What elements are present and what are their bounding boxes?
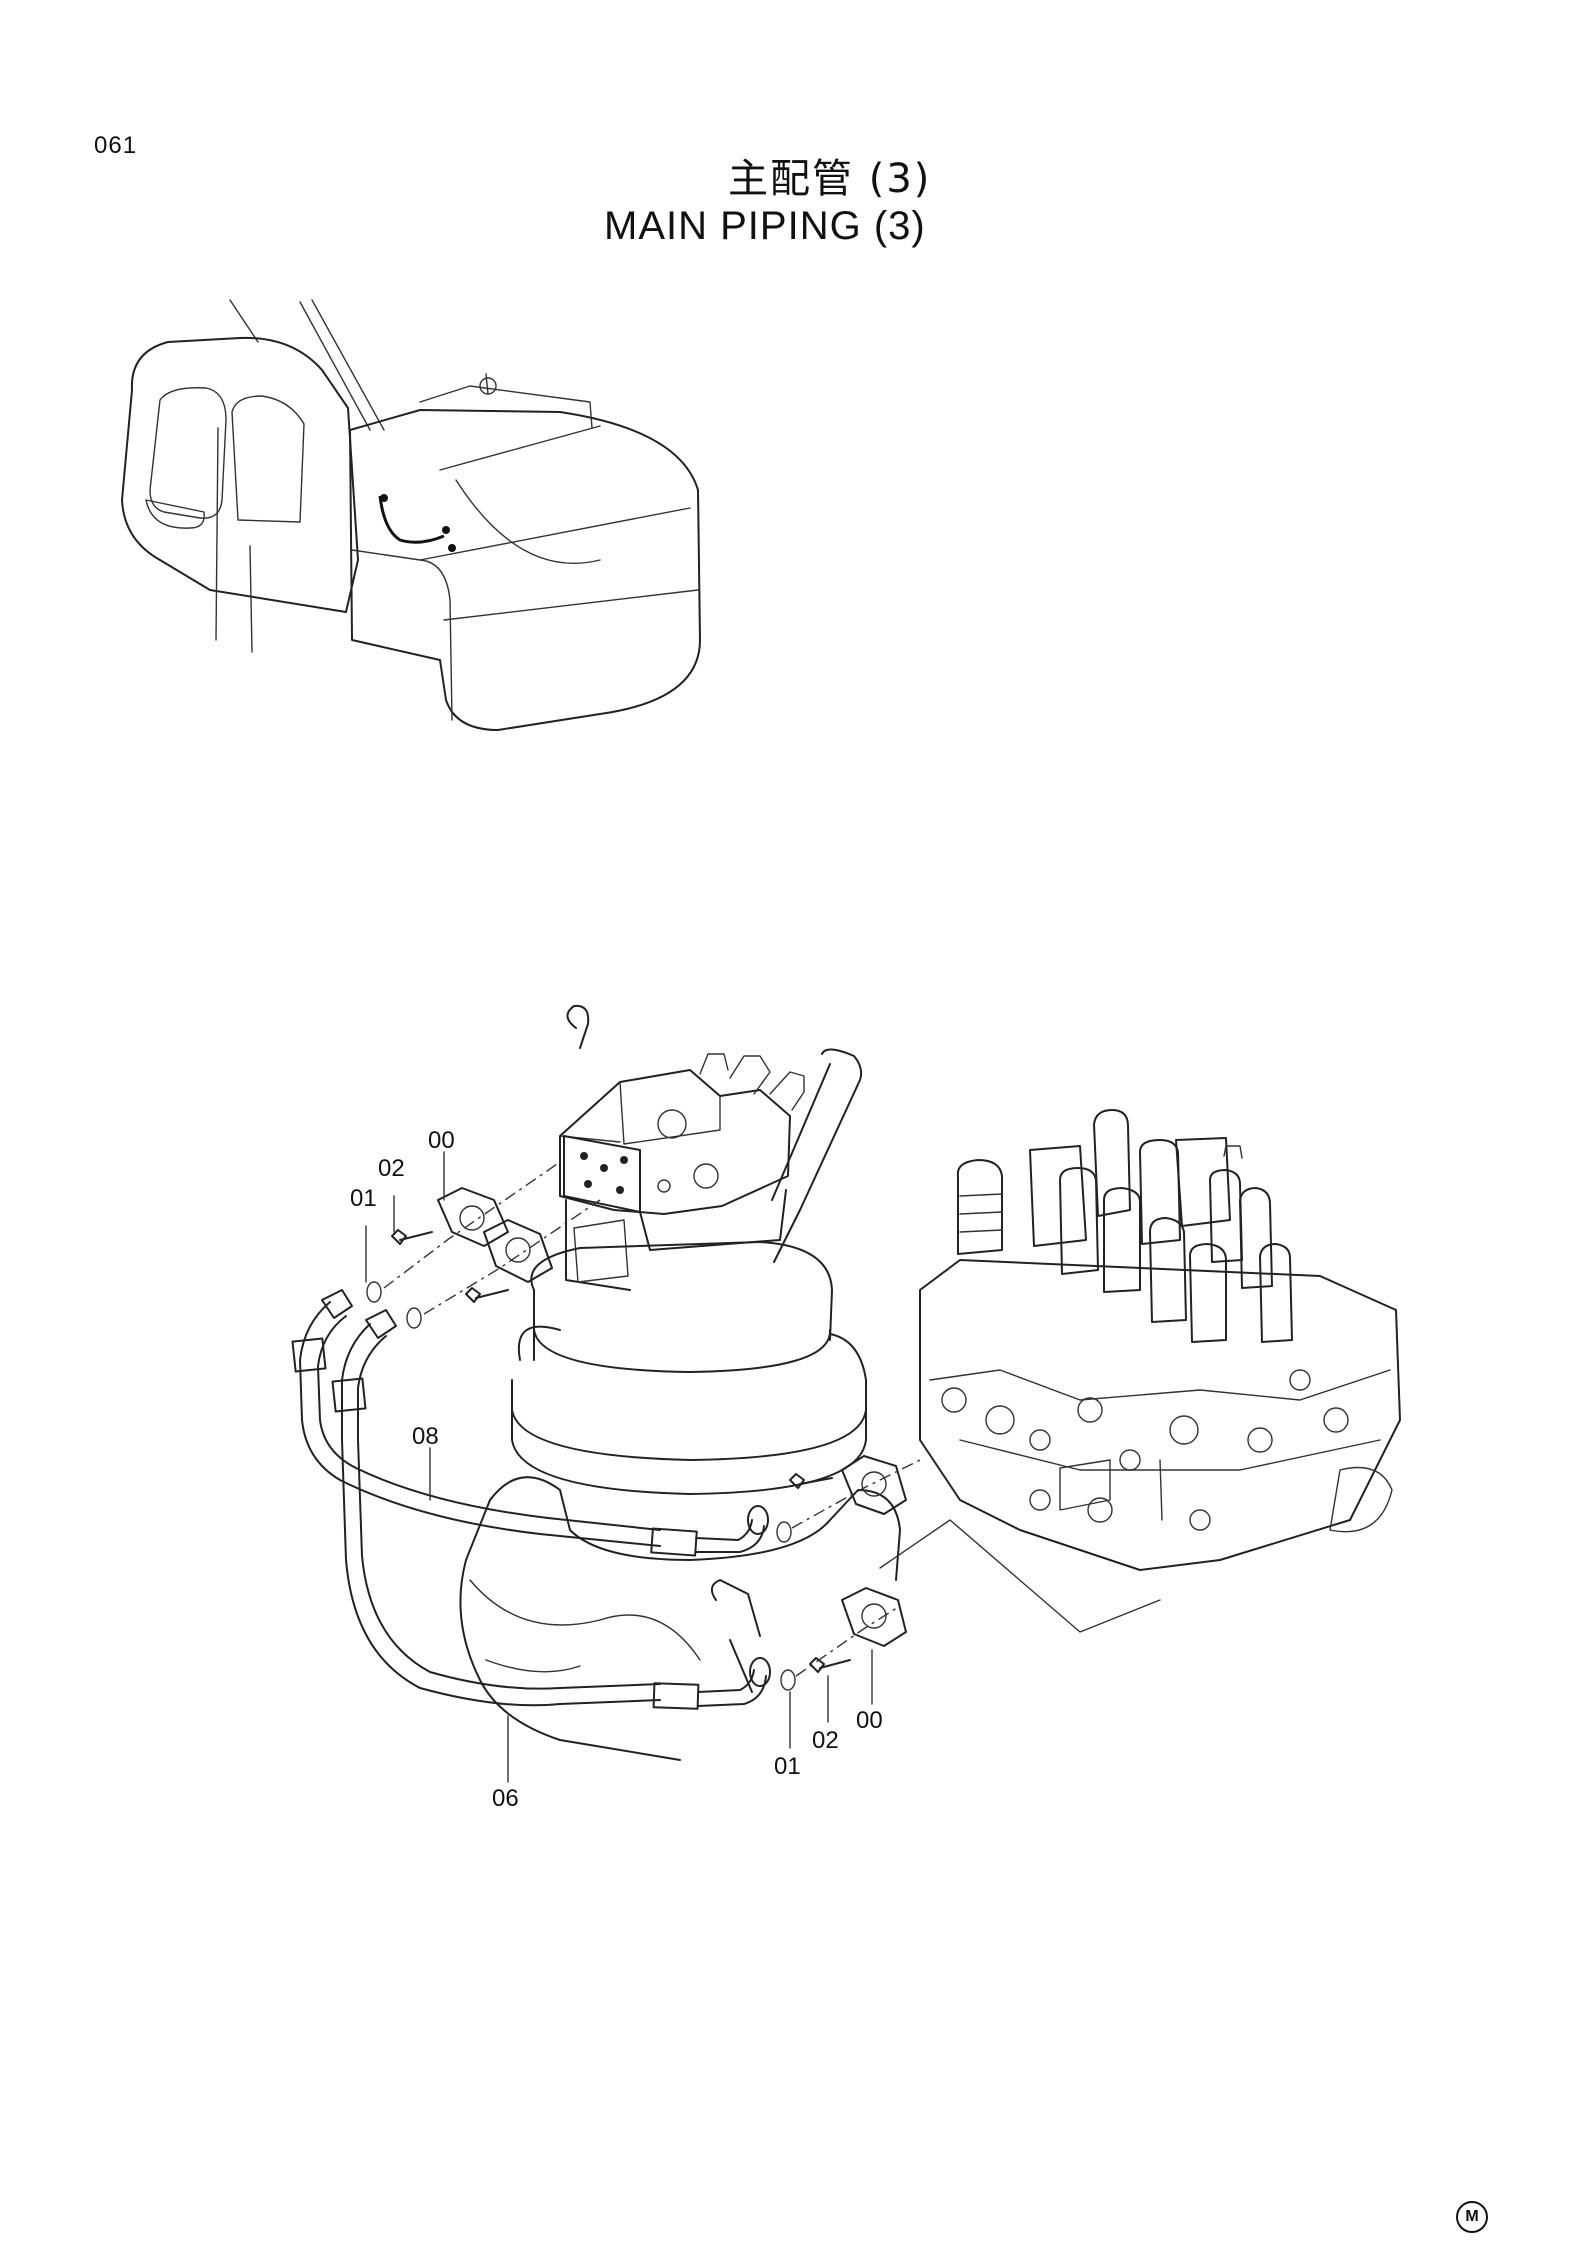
hose-assemblies — [291, 1289, 771, 1710]
corner-circled-mark: M — [1456, 2201, 1488, 2233]
lower-flange-kits — [776, 1455, 921, 1691]
callout-00-upper: 00 — [428, 1127, 455, 1154]
page-title-english: MAIN PIPING (3) — [604, 204, 926, 248]
machine-overview-illustration — [121, 299, 701, 731]
callout-01-upper: 01 — [350, 1185, 377, 1212]
callout-labels: 00 02 01 08 06 01 02 00 — [350, 1127, 883, 1812]
callout-06: 06 — [492, 1785, 519, 1812]
upper-flange-kit — [366, 1161, 601, 1329]
callout-01-lower: 01 — [774, 1753, 801, 1780]
callout-08: 08 — [412, 1423, 439, 1450]
callout-02-lower: 02 — [812, 1727, 839, 1754]
callout-00-lower: 00 — [856, 1707, 883, 1734]
page-number: 061 — [94, 132, 138, 159]
control-valve-illustration — [879, 1109, 1401, 1633]
swing-motor-illustration — [459, 1004, 901, 1761]
callout-leaders — [365, 1151, 873, 1783]
page-title-japanese: 主配管 (3) — [728, 156, 932, 202]
callout-02-upper: 02 — [378, 1155, 405, 1182]
